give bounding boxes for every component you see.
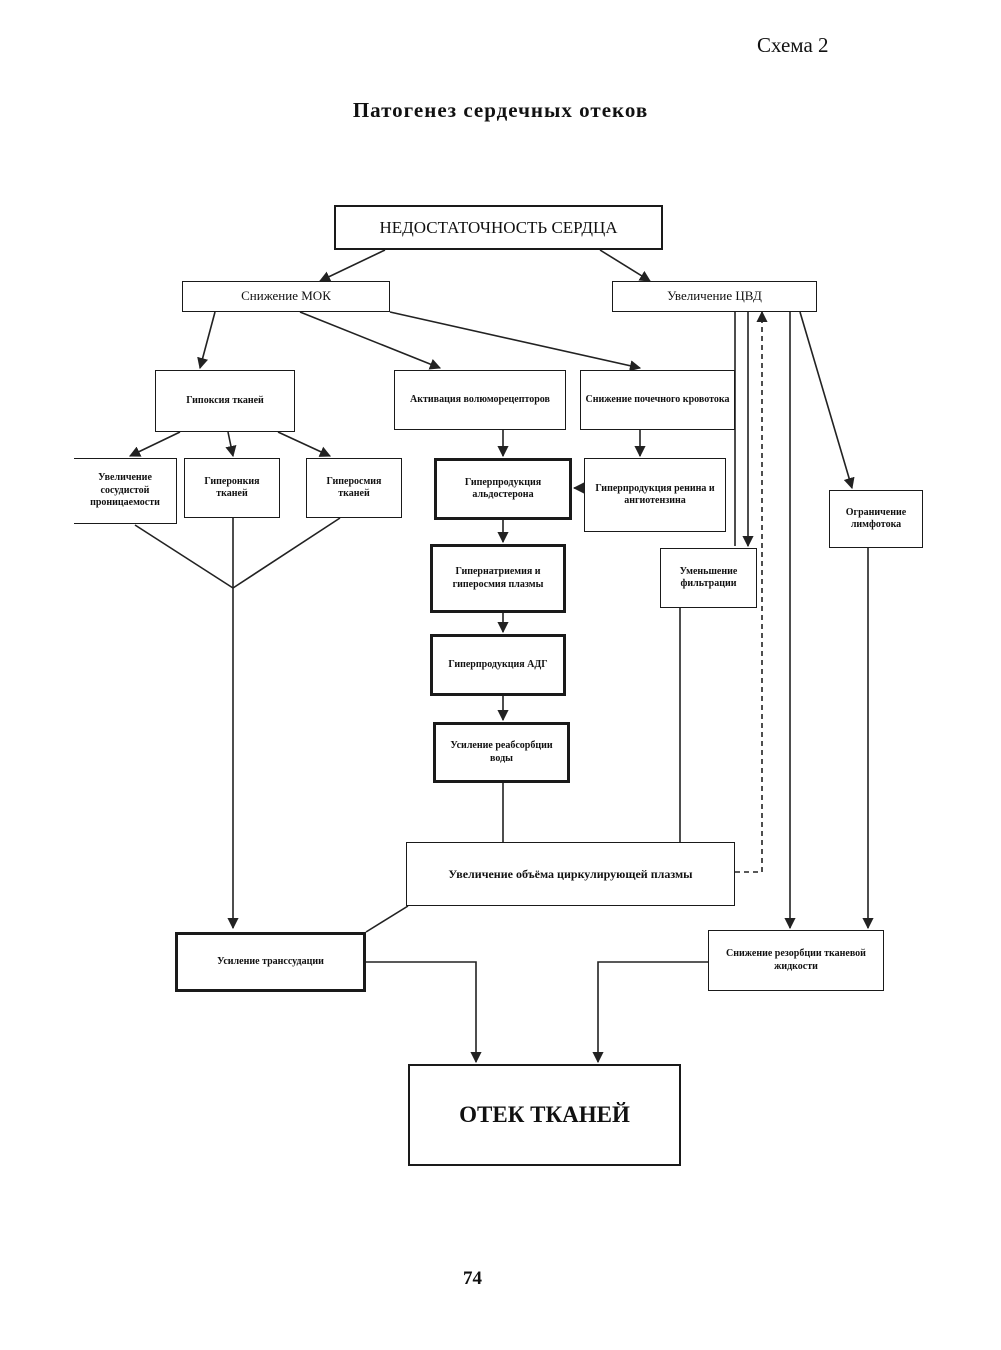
arrow-mok-hypoxia <box>197 311 216 370</box>
arrow-resorption-edema <box>592 961 708 1064</box>
node-heart-failure: НЕДОСТАТОЧНОСТЬ СЕРДЦА <box>334 205 663 250</box>
node-filtration-decrease: Уменьшение фильтрации <box>660 548 757 608</box>
node-lymph-flow-limit: Ограничение лимфотока <box>829 490 923 548</box>
node-adh-hyperproduction: Гиперпродукция АДГ <box>430 634 566 696</box>
arrow-hypoxia-hyperosmia <box>277 431 332 457</box>
node-water-reabsorption: Усиление реабсорбции воды <box>433 722 570 783</box>
node-fluid-resorption-decrease: Снижение резорбции тканевой жидкости <box>708 930 884 991</box>
node-tissue-edema: ОТЕК ТКАНЕЙ <box>408 1064 681 1166</box>
scheme-label: Схема 2 <box>757 33 829 57</box>
arrow-transudation-edema <box>366 961 482 1064</box>
arrow-hypoxia-hyperonkia <box>225 431 237 458</box>
node-cvd-increase: Увеличение ЦВД <box>612 281 817 312</box>
arrow-hf-cvd <box>599 249 651 282</box>
node-renin-hyperproduction: Гиперпродукция ренина и ангиотензина <box>584 458 726 532</box>
node-plasma-volume-increase: Увеличение объёма циркулирующей плазмы <box>406 842 735 906</box>
arrow-mok-renal <box>389 311 642 372</box>
line-permeability-junction <box>134 524 234 589</box>
arrow-cvd-lymph <box>799 311 855 490</box>
page-title: Патогенез сердечных отеков <box>352 98 649 122</box>
node-tissue-hypoxia: Гипоксия тканей <box>155 370 295 432</box>
node-transudation-increase: Усиление транссудации <box>175 932 366 992</box>
dashed-feedback-plasma-cvd <box>735 310 768 873</box>
page-number: 74 <box>463 1268 482 1289</box>
node-plasma-hypernatremia: Гипернатриемия и гиперосмия плазмы <box>430 544 566 613</box>
line-plasma-transudation <box>365 905 409 933</box>
node-aldosterone-hyperproduction: Гиперпродукция альдостерона <box>434 458 572 520</box>
node-renal-bloodflow-decrease: Снижение почечного кровотока <box>580 370 735 430</box>
arrow-hypoxia-permeability <box>128 431 181 457</box>
node-mok-decrease: Снижение МОК <box>182 281 390 312</box>
node-tissue-hyperonkia: Гиперонкия тканей <box>184 458 280 518</box>
line-hyperosmia-junction <box>232 517 341 589</box>
node-tissue-hyperosmia: Гиперосмия тканей <box>306 458 402 518</box>
arrow-hf-mok <box>318 249 386 282</box>
node-vascular-permeability: Увеличение сосудистой проницаемости <box>74 458 177 524</box>
node-volumoreceptor-activation: Активация волюморецепторов <box>394 370 566 430</box>
arrow-mok-volumo <box>299 311 442 370</box>
